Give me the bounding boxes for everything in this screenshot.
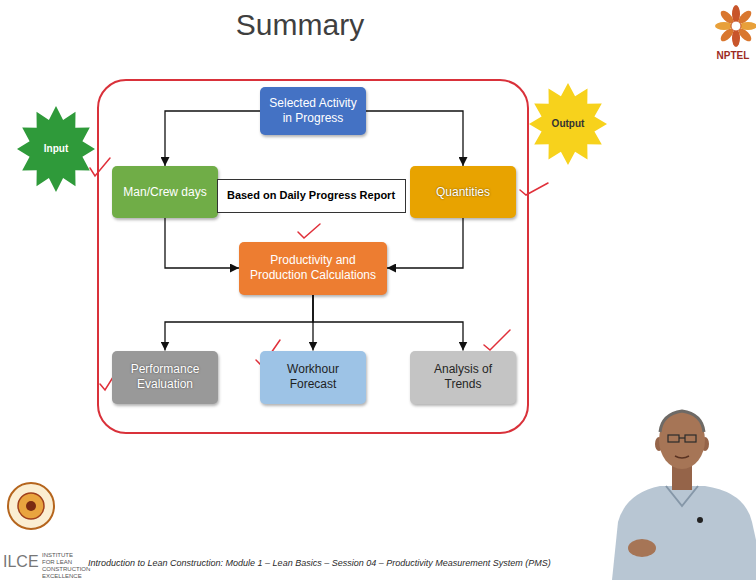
presenter-mouth <box>675 456 689 458</box>
presenter-glasses <box>685 435 696 442</box>
presenter-neck <box>672 466 692 490</box>
group-outline <box>98 80 528 433</box>
presenter-microphone <box>697 517 703 523</box>
presenter-head <box>659 411 705 469</box>
source-note-box: Based on Daily Progress Report <box>217 179 406 213</box>
flow-arrow <box>165 218 239 268</box>
node-text: Productivity and Production Calculations <box>247 253 379 283</box>
check-mark <box>298 224 320 238</box>
logo-text: INSTITUTE FOR LEAN CONSTRUCTION EXCELLEN… <box>42 552 84 580</box>
result-box: Workhour Forecast <box>260 351 366 404</box>
presenter-shirt <box>612 486 756 580</box>
node-text: Selected Activity in Progress <box>268 96 358 126</box>
input-box: Man/Crew days <box>112 166 218 218</box>
node-text: Performance Evaluation <box>120 362 210 392</box>
flow-arrow <box>313 295 463 351</box>
starburst-outline <box>529 83 607 165</box>
check-mark <box>484 330 510 350</box>
node-text: Analysis of Trends <box>418 362 508 392</box>
activity-box: Selected Activity in Progress <box>260 87 366 135</box>
check-mark <box>90 158 110 176</box>
logo-core <box>18 493 44 519</box>
output-starburst: Output <box>528 82 608 166</box>
calculation-box: Productivity and Production Calculations <box>239 242 387 295</box>
logo-text: NPTEL <box>712 50 754 62</box>
flow-arrow <box>165 111 260 166</box>
node-text: Output <box>552 118 585 131</box>
flow-arrow <box>387 218 463 268</box>
presenter-collar <box>666 486 698 506</box>
presenter-hair <box>660 411 704 432</box>
logo-dot <box>26 501 36 511</box>
node-text: Quantities <box>436 185 490 200</box>
result-box: Analysis of Trends <box>410 351 516 404</box>
output-box: Quantities <box>410 166 516 218</box>
node-text: Input <box>44 143 68 156</box>
presenter-glasses <box>668 435 679 442</box>
node-text: Man/Crew days <box>123 185 206 200</box>
iit-logo <box>8 483 54 529</box>
nptel-logo <box>715 5 756 47</box>
check-mark <box>520 183 548 195</box>
logo-center <box>731 21 741 31</box>
presenter-hand <box>628 539 656 557</box>
presenter-illustration <box>612 411 756 580</box>
flow-arrow <box>165 295 313 351</box>
presenter-glasses <box>679 437 685 438</box>
slide-title: Summary <box>0 8 600 42</box>
node-text: Based on Daily Progress Report <box>227 189 395 203</box>
logo-ring <box>8 483 54 529</box>
logo-text: ILCE <box>3 553 41 571</box>
flow-arrow <box>366 111 463 166</box>
node-text: Workhour Forecast <box>268 362 358 392</box>
footer-text: Introduction to Lean Construction: Modul… <box>88 558 606 568</box>
result-box: Performance Evaluation <box>112 351 218 404</box>
input-starburst: Input <box>16 105 96 193</box>
starburst-outline <box>17 106 95 192</box>
